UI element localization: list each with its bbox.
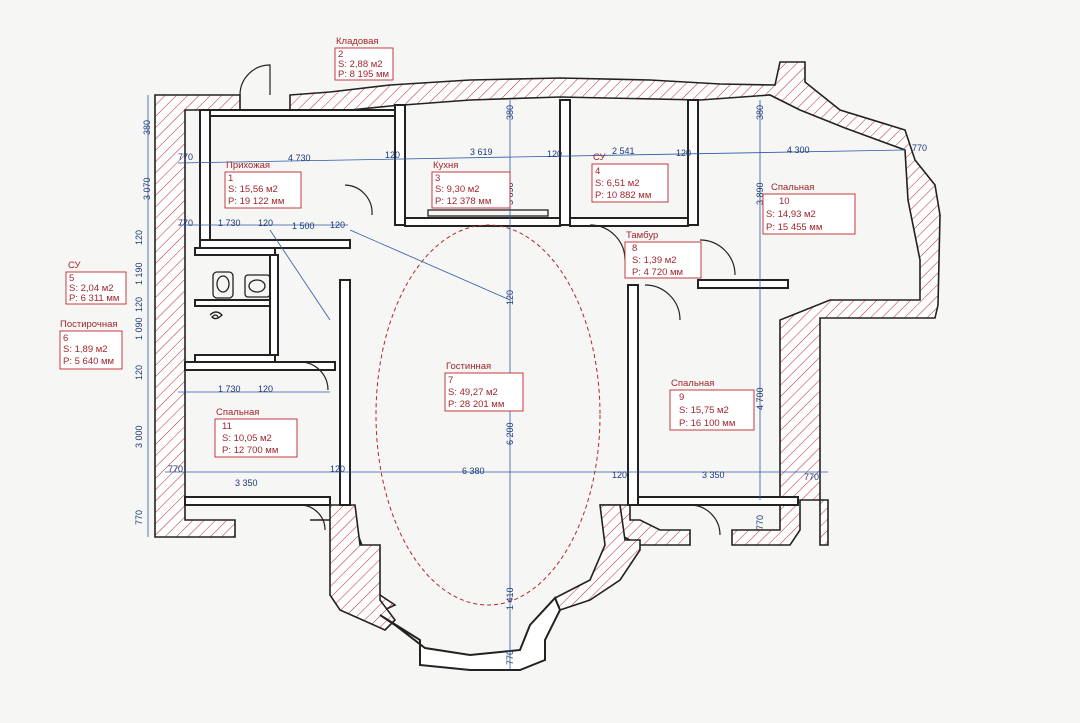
ceiling-ellipse: [375, 224, 601, 606]
dim-120: 120: [258, 218, 273, 228]
room-perimeter: P: 16 100 мм: [679, 418, 735, 429]
dim-380: 380: [505, 105, 515, 120]
room-name: СУ: [68, 260, 82, 271]
dim-1410: 1 410: [505, 587, 515, 610]
room-name: Гостинная: [446, 361, 491, 372]
interior-walls: [184, 99, 799, 506]
room-number: 6: [63, 333, 68, 344]
dim-1730: 1 730: [218, 384, 241, 394]
dim-770: 770: [178, 218, 193, 228]
dim-120: 120: [258, 384, 273, 394]
dim-1500: 1 500: [292, 221, 315, 231]
room-perimeter: P: 5 640 мм: [63, 356, 114, 367]
dim-120: 120: [330, 464, 345, 474]
room-perimeter: P: 4 720 мм: [632, 267, 683, 278]
room-perimeter: P: 12 700 мм: [222, 445, 278, 456]
dim-3619: 3 619: [470, 147, 493, 157]
room-area: S: 10,05 м2: [222, 433, 272, 444]
room-area: S: 49,27 м2: [448, 387, 498, 398]
dim-120: 120: [505, 290, 515, 305]
room-name: Кладовая: [336, 36, 379, 47]
dim-380: 380: [142, 120, 152, 135]
exterior-walls: [154, 61, 941, 671]
bathroom-fixtures: [209, 209, 549, 320]
room-perimeter: P: 6 311 мм: [69, 293, 119, 304]
room-perimeter: P: 8 195 мм: [338, 69, 389, 80]
dim-120: 120: [547, 149, 562, 159]
room-area: S: 9,30 м2: [435, 184, 480, 195]
dim-4300: 4 300: [787, 145, 810, 155]
dim-3350: 3 350: [702, 470, 725, 480]
room-area: S: 14,93 м2: [766, 209, 816, 220]
dim-770: 770: [755, 515, 765, 530]
room-perimeter: P: 19 122 мм: [228, 196, 284, 207]
dim-3350: 3 350: [235, 478, 258, 488]
dimension-lines: [147, 95, 906, 670]
dim-120: 120: [134, 297, 144, 312]
room-perimeter: P: 10 882 мм: [595, 190, 651, 201]
dim-1190: 1 190: [134, 262, 144, 285]
room-number: 8: [632, 243, 637, 254]
dim-770: 770: [168, 464, 183, 474]
dim-770: 770: [912, 143, 927, 153]
room-number: 1: [228, 173, 233, 184]
room-area: S: 15,75 м2: [679, 405, 729, 416]
room-area: S: 15,56 м2: [228, 184, 278, 195]
room-name: Спальная: [671, 378, 714, 389]
room-number: 2: [338, 49, 343, 60]
dim-4700: 4 700: [755, 387, 765, 410]
room-area: S: 1,39 м2: [632, 255, 677, 266]
room-name: Тамбур: [626, 230, 658, 241]
dim-120: 120: [330, 220, 345, 230]
dim-120: 120: [676, 148, 691, 158]
dim-3890: 3 890: [755, 182, 765, 205]
room-number: 5: [69, 273, 74, 284]
room-number: 11: [222, 421, 232, 432]
dim-770: 770: [134, 510, 144, 525]
room-area: S: 2,88 м2: [338, 59, 383, 70]
dim-3000: 3 000: [134, 425, 144, 448]
room-name: Кухня: [433, 160, 458, 171]
dim-120: 120: [134, 230, 144, 245]
dim-4730: 4 730: [288, 153, 311, 163]
dimension-labels: 4 730 3 619 2 541 4 300 770 770 770 770 …: [134, 105, 927, 665]
dim-120: 120: [134, 365, 144, 380]
dim-3070: 3 070: [142, 177, 152, 200]
room-labels: Кладовая 2 S: 2,88 м2 P: 8 195 мм Прихож…: [59, 36, 856, 458]
room-number: 3: [435, 173, 440, 184]
room-number: 4: [595, 166, 600, 177]
room-name: Прихожая: [226, 160, 270, 171]
room-perimeter: P: 28 201 мм: [448, 399, 504, 410]
dim-2541: 2 541: [612, 146, 635, 156]
dim-1090: 1 090: [134, 317, 144, 340]
doors: [239, 64, 736, 536]
room-number: 9: [679, 392, 684, 403]
room-name: Спальная: [771, 182, 814, 193]
room-area: S: 1,89 м2: [63, 344, 108, 355]
dim-770: 770: [178, 152, 193, 162]
room-area: S: 2,04 м2: [69, 283, 114, 294]
dim-6380: 6 380: [462, 466, 485, 476]
dim-770: 770: [804, 472, 819, 482]
dim-120: 120: [385, 150, 400, 160]
room-perimeter: P: 12 378 мм: [435, 196, 491, 207]
room-number: 7: [448, 375, 453, 386]
room-name: Постирочная: [60, 319, 118, 330]
room-area: S: 6,51 м2: [595, 178, 640, 189]
dim-1730: 1 730: [218, 218, 241, 228]
room-name: СУ: [593, 152, 607, 163]
dim-120: 120: [612, 470, 627, 480]
dim-770: 770: [505, 650, 515, 665]
dim-6200: 6 200: [505, 422, 515, 445]
room-perimeter: P: 15 455 мм: [766, 222, 822, 233]
room-name: Спальная: [216, 407, 259, 418]
dim-380: 380: [755, 105, 765, 120]
room-number: 10: [779, 196, 790, 207]
